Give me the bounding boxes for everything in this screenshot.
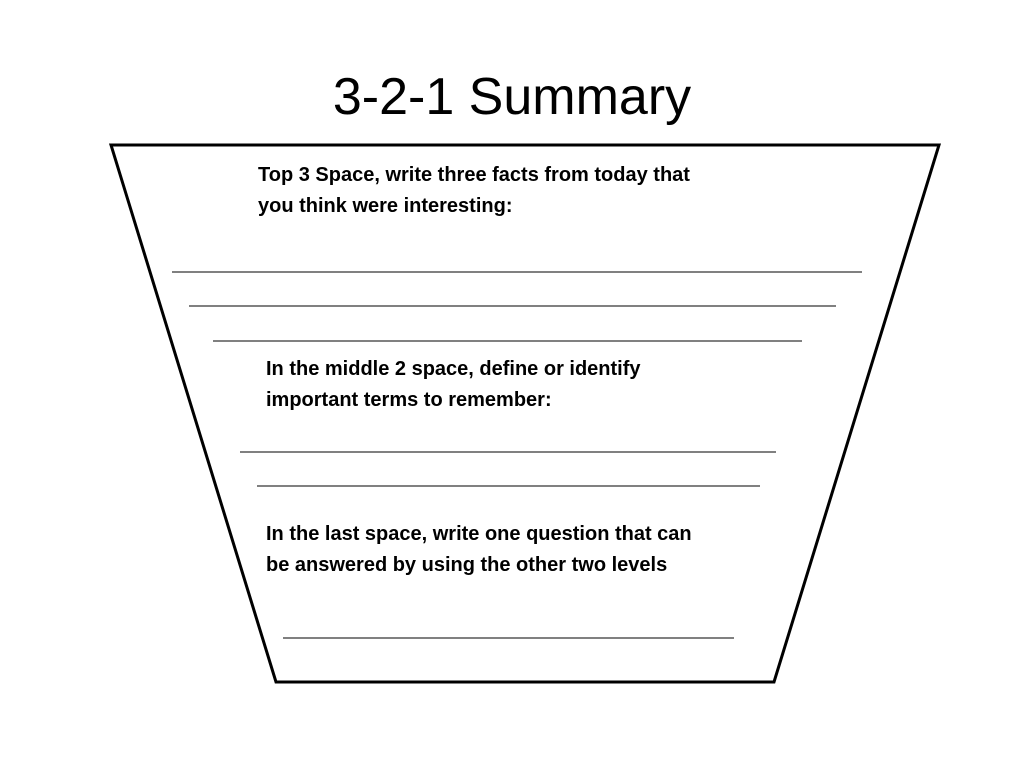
last-section-prompt: In the last space, write one question th…	[266, 523, 692, 576]
funnel-outline	[108, 143, 942, 684]
top-section-prompt: Top 3 Space, write three facts from toda…	[258, 164, 690, 217]
slide-title: 3-2-1 Summary	[332, 68, 692, 126]
middle-section-prompt: In the middle 2 space, define or identif…	[266, 358, 641, 411]
